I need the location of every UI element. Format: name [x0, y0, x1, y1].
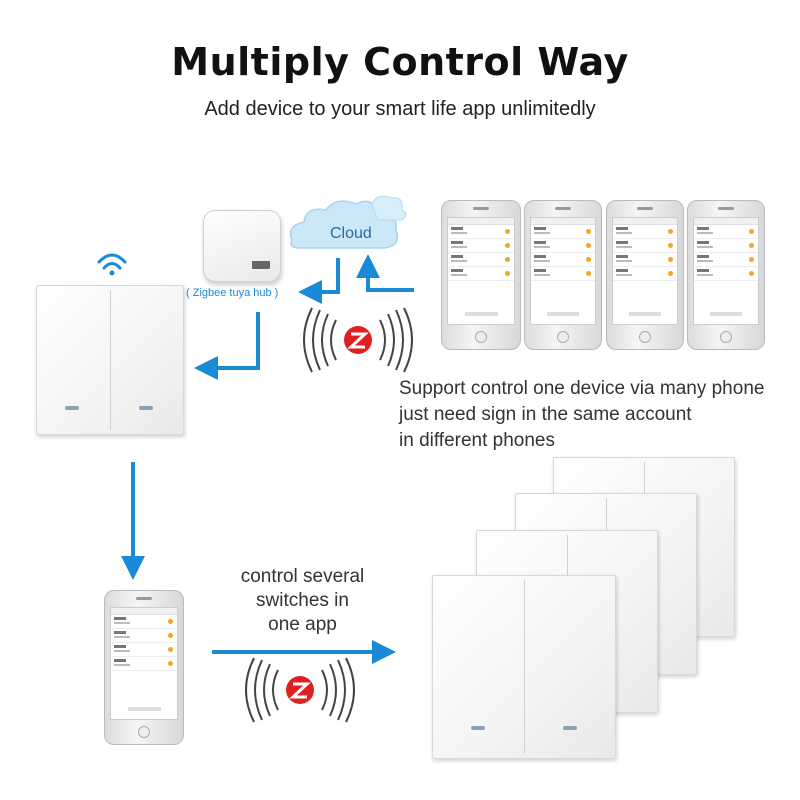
- phone-speaker: [637, 207, 653, 210]
- switch-led-left: [471, 726, 485, 730]
- phone-screen: [530, 217, 596, 325]
- phone-speaker: [555, 207, 571, 210]
- zigbee-logo-icon: [303, 307, 413, 373]
- switch-divider: [524, 580, 525, 754]
- page-title: Multiply Control Way: [171, 40, 629, 84]
- phone-1: [441, 200, 521, 350]
- phone-screen: [612, 217, 678, 325]
- phone-4: [687, 200, 765, 350]
- phone-2: [524, 200, 602, 350]
- phone-screen: [447, 217, 515, 325]
- switch-divider: [110, 290, 111, 430]
- control-line-3: one app: [268, 614, 337, 635]
- cloud-label: Cloud: [330, 225, 372, 242]
- hub-label: ( Zigbee tuya hub ): [186, 287, 279, 299]
- phone-speaker: [473, 207, 489, 210]
- phone-speaker: [136, 597, 152, 600]
- cloud-icon: Cloud: [289, 195, 407, 249]
- zigbee-hub: [203, 210, 281, 282]
- main-switch: [36, 285, 184, 435]
- switch-led-right: [563, 726, 577, 730]
- control-text: control several switches in one app: [230, 565, 375, 637]
- phone-single: [104, 590, 184, 745]
- phone-speaker: [718, 207, 734, 210]
- switch-led-right: [139, 406, 153, 410]
- zigbee-logo-icon: [245, 657, 355, 723]
- switch-led-left: [65, 406, 79, 410]
- control-line-2: switches in: [256, 590, 349, 611]
- phone-home-button: [720, 331, 732, 343]
- phone-3: [606, 200, 684, 350]
- support-text: Support control one device via many phon…: [399, 376, 764, 454]
- arrow-icon: [121, 254, 414, 664]
- phone-screen: [693, 217, 759, 325]
- phone-home-button: [138, 726, 150, 738]
- phone-home-button: [639, 331, 651, 343]
- phone-home-button: [475, 331, 487, 343]
- wifi-icon: [97, 253, 127, 276]
- support-line-3: in different phones: [399, 430, 555, 451]
- phone-screen: [110, 607, 178, 720]
- support-line-2: just need sign in the same account: [399, 404, 692, 425]
- support-line-1: Support control one device via many phon…: [399, 378, 765, 399]
- page-subtitle: Add device to your smart life app unlimi…: [204, 98, 596, 120]
- phone-home-button: [557, 331, 569, 343]
- stacked-switch-1: [432, 575, 616, 759]
- hub-port: [252, 261, 270, 269]
- control-line-1: control several: [240, 566, 365, 587]
